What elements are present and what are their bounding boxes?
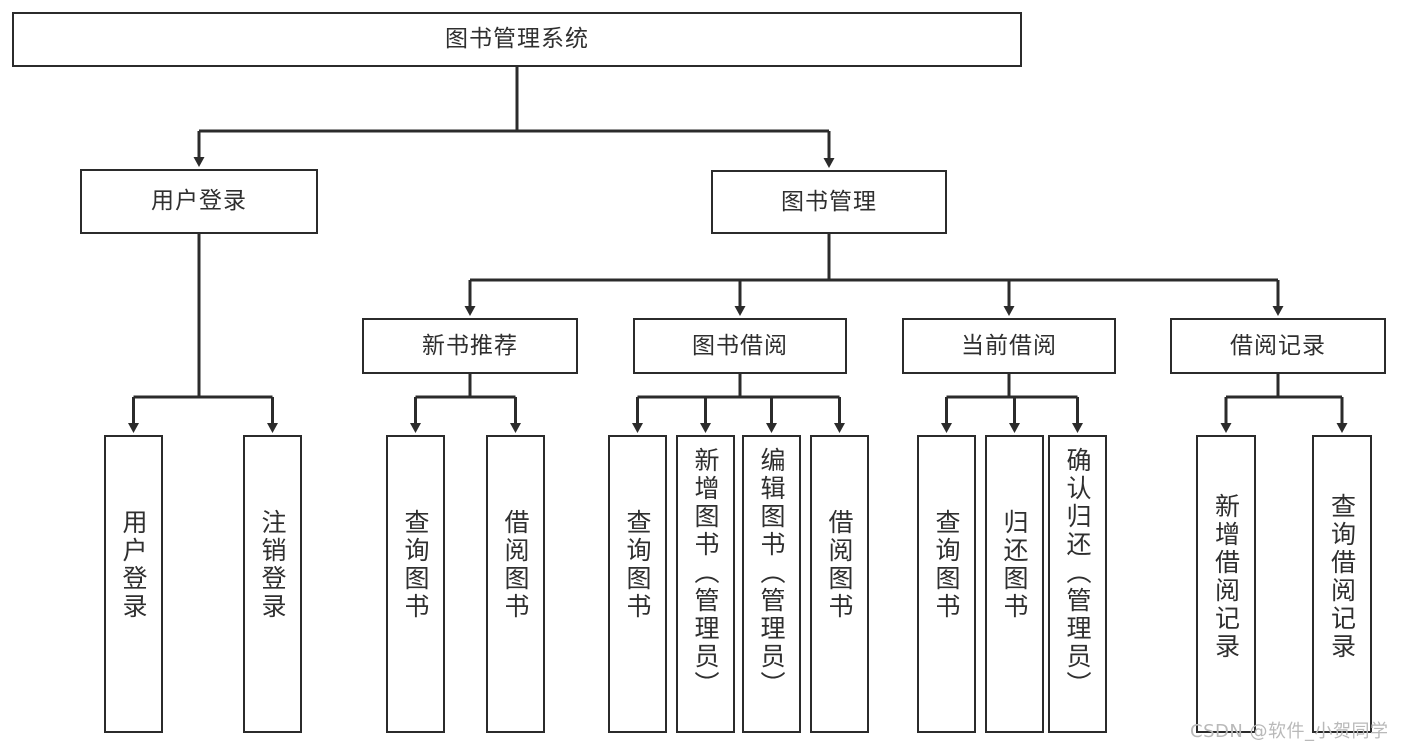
node-root-label: 图书管理系统 <box>445 26 589 52</box>
leaf-return-book-label: 归还图书 <box>1000 509 1029 621</box>
leaf-confirm-return-label: 确认归还（管理员） <box>1063 447 1092 699</box>
leaf-query-book-2[interactable]: 查询图书 <box>608 435 667 733</box>
node-book-management[interactable]: 图书管理 <box>711 170 947 234</box>
leaf-query-borrow-record[interactable]: 查询借阅记录 <box>1312 435 1372 733</box>
leaf-return-book[interactable]: 归还图书 <box>985 435 1044 733</box>
node-current-borrow-label: 当前借阅 <box>961 332 1057 359</box>
node-current-borrow[interactable]: 当前借阅 <box>902 318 1116 374</box>
leaf-borrow-book-1[interactable]: 借阅图书 <box>486 435 545 733</box>
leaf-add-borrow-record-label: 新增借阅记录 <box>1211 493 1241 661</box>
node-book-borrow-label: 图书借阅 <box>692 332 788 359</box>
node-borrow-record[interactable]: 借阅记录 <box>1170 318 1386 374</box>
leaf-query-borrow-record-label: 查询借阅记录 <box>1327 493 1357 661</box>
leaf-query-book-1-label: 查询图书 <box>401 509 430 621</box>
node-borrow-record-label: 借阅记录 <box>1230 332 1326 359</box>
node-user-login[interactable]: 用户登录 <box>80 169 318 234</box>
node-book-management-label: 图书管理 <box>781 188 877 215</box>
node-user-login-label: 用户登录 <box>151 188 247 214</box>
node-new-book-recommend[interactable]: 新书推荐 <box>362 318 578 374</box>
csdn-watermark: CSDN @软件_小贺同学 <box>1190 721 1389 742</box>
leaf-borrow-book-1-label: 借阅图书 <box>501 509 530 621</box>
leaf-query-book-3[interactable]: 查询图书 <box>917 435 976 733</box>
leaf-borrow-book-2-label: 借阅图书 <box>825 509 854 621</box>
node-root[interactable]: 图书管理系统 <box>12 12 1022 67</box>
leaf-user-login[interactable]: 用户登录 <box>104 435 163 733</box>
leaf-edit-book-label: 编辑图书（管理员） <box>757 447 786 699</box>
leaf-query-book-3-label: 查询图书 <box>932 509 961 621</box>
leaf-logout-label: 注销登录 <box>258 509 287 621</box>
node-book-borrow[interactable]: 图书借阅 <box>633 318 847 374</box>
leaf-edit-book[interactable]: 编辑图书（管理员） <box>742 435 801 733</box>
leaf-add-borrow-record[interactable]: 新增借阅记录 <box>1196 435 1256 733</box>
leaf-add-book-label: 新增图书（管理员） <box>691 447 720 699</box>
node-new-book-recommend-label: 新书推荐 <box>422 332 518 359</box>
leaf-add-book[interactable]: 新增图书（管理员） <box>676 435 735 733</box>
leaf-query-book-1[interactable]: 查询图书 <box>386 435 445 733</box>
leaf-confirm-return[interactable]: 确认归还（管理员） <box>1048 435 1107 733</box>
leaf-logout[interactable]: 注销登录 <box>243 435 302 733</box>
leaf-user-login-label: 用户登录 <box>119 509 148 621</box>
leaf-borrow-book-2[interactable]: 借阅图书 <box>810 435 869 733</box>
leaf-query-book-2-label: 查询图书 <box>623 509 652 621</box>
